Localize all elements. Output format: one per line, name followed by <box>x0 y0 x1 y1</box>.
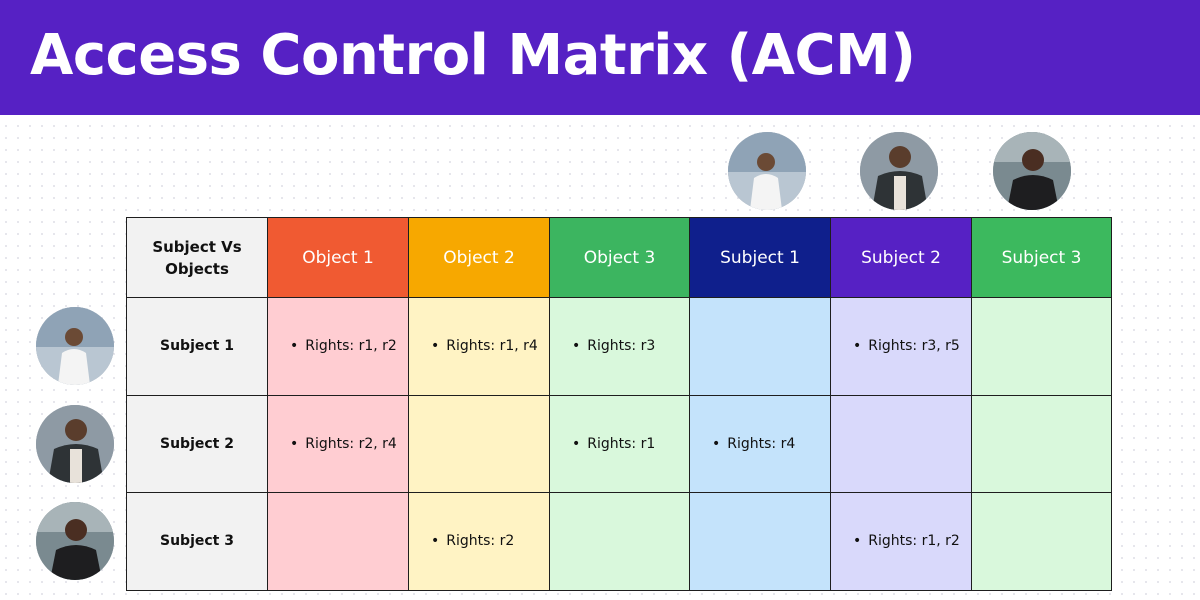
bullet-icon: • <box>712 435 721 452</box>
bullet-icon: • <box>572 338 581 355</box>
matrix-cell: • Rights: r1 <box>549 394 690 493</box>
matrix-cell <box>971 297 1112 396</box>
column-header-object-2: Object 2 <box>408 217 550 298</box>
row-header-subject-1: Subject 1 <box>126 297 268 396</box>
matrix-cell <box>408 394 550 493</box>
matrix-cell <box>267 492 409 591</box>
row-header-subject-2: Subject 2 <box>126 394 268 493</box>
column-header-object-1: Object 1 <box>267 217 409 298</box>
matrix-cell <box>971 492 1112 591</box>
matrix-cell: • Rights: r1, r4 <box>408 297 550 396</box>
matrix-cell: • Rights: r3, r5 <box>830 297 972 396</box>
matrix-row: Subject 3 • Rights: r2 • Rights: r1, r2 <box>126 492 1112 591</box>
subject-1-avatar-icon <box>728 132 806 210</box>
column-header-object-3: Object 3 <box>549 217 690 298</box>
matrix-cell: • Rights: r2 <box>408 492 550 591</box>
subject-1-avatar-icon <box>36 307 114 385</box>
matrix-row: Subject 2 • Rights: r2, r4 • Rights: r1 • Righ… <box>126 394 1112 493</box>
bullet-icon: • <box>431 338 440 355</box>
matrix-cell: • Rights: r3 <box>549 297 690 396</box>
matrix-cell <box>830 394 972 493</box>
rights-text: Rights: r4 <box>727 435 796 452</box>
subject-2-avatar-icon <box>36 405 114 483</box>
title-banner: Access Control Matrix (ACM) <box>0 0 1200 115</box>
bullet-icon: • <box>572 435 581 452</box>
column-header-subject-2: Subject 2 <box>830 217 972 298</box>
matrix-cell <box>549 492 690 591</box>
matrix-cell <box>971 394 1112 493</box>
row-header-subject-3: Subject 3 <box>126 492 268 591</box>
access-control-matrix: Subject Vs Objects Object 1 Object 2 Obj… <box>126 217 1112 591</box>
matrix-row: Subject 1•Rights: r1, r2•Rights: r1, r4•… <box>126 297 1112 396</box>
matrix-cell: • Rights: r4 <box>689 394 831 493</box>
page-title: Access Control Matrix (ACM) <box>30 23 916 88</box>
column-header-subject-1: Subject 1 <box>689 217 831 298</box>
matrix-cell: • Rights: r1, r2 <box>830 492 972 591</box>
corner-cell: Subject Vs Objects <box>126 217 268 298</box>
rights-text: Rights: r1, r2 <box>868 533 960 550</box>
rights-text: Rights: r1, r4 <box>446 338 538 355</box>
subject-3-avatar-icon <box>36 502 114 580</box>
bullet-icon: • <box>853 338 862 355</box>
subject-3-avatar-icon <box>993 132 1071 210</box>
column-header-subject-3: Subject 3 <box>971 217 1112 298</box>
bullet-icon: • <box>290 435 299 452</box>
rights-text: Rights: r2 <box>446 533 515 550</box>
rights-text: Rights: r2, r4 <box>305 435 397 452</box>
bullet-icon: • <box>290 338 299 355</box>
rights-text: Rights: r1 <box>587 435 656 452</box>
rights-text: Rights: r3 <box>587 338 656 355</box>
matrix-cell: • Rights: r1, r2 <box>267 297 409 396</box>
rights-text: Rights: r1, r2 <box>305 338 397 355</box>
header-row: Subject Vs Objects Object 1 Object 2 Obj… <box>126 217 1112 298</box>
matrix-cell <box>689 297 831 396</box>
bullet-icon: • <box>853 533 862 550</box>
bullet-icon: • <box>431 533 440 550</box>
subject-2-avatar-icon <box>860 132 938 210</box>
matrix-cell <box>689 492 831 591</box>
rights-text: Rights: r3, r5 <box>868 338 960 355</box>
matrix-cell: • Rights: r2, r4 <box>267 394 409 493</box>
